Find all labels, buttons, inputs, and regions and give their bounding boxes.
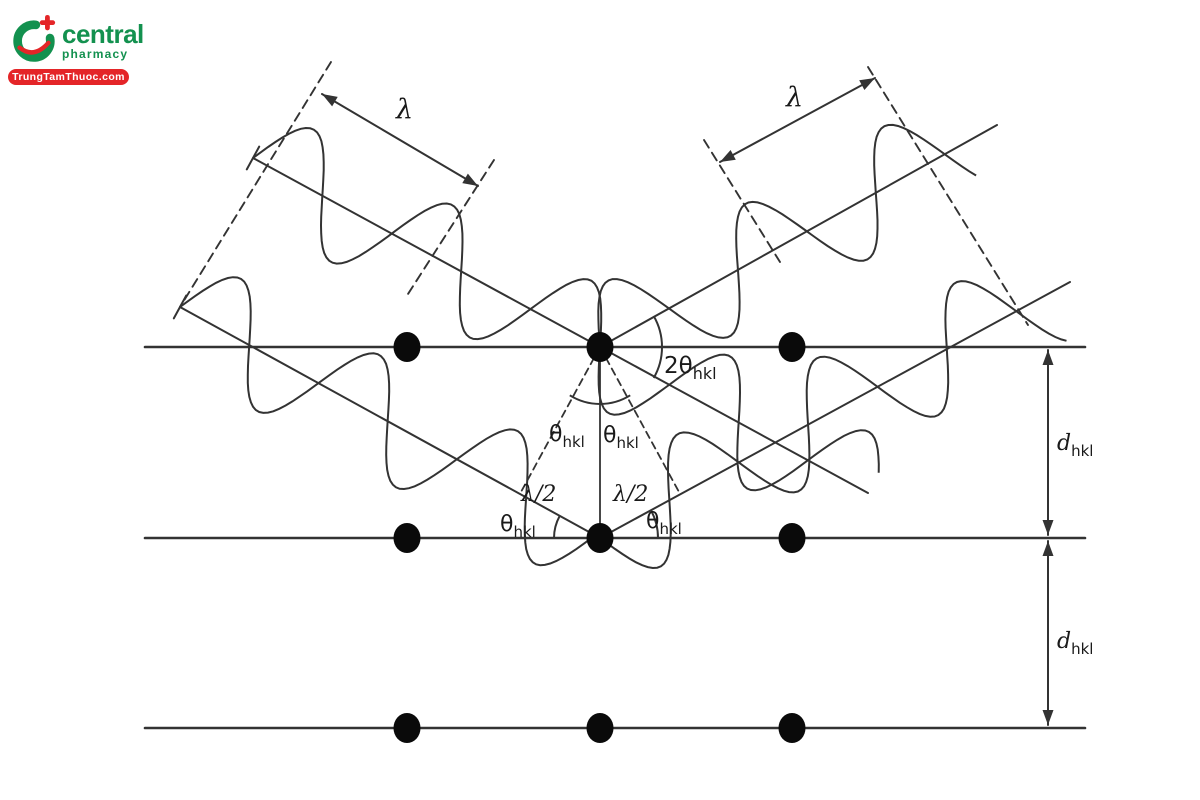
logo-badge: TrungTamThuoc.com: [8, 69, 129, 85]
atom-dot: [393, 332, 421, 362]
lambda-arrow-left-head: [322, 94, 338, 107]
theta-label-vertical-right: θhkl: [603, 423, 639, 452]
lambda-arrow-right-head: [859, 78, 875, 90]
d-spacing-label-lower: dhkl: [1057, 629, 1093, 658]
atom-dot: [778, 332, 806, 362]
atom-dot: [586, 713, 614, 743]
d-spacing-arrow-lower-head: [1042, 541, 1054, 556]
perpendicular-dashed-left: [520, 357, 595, 493]
transmitted-ray-1: [599, 346, 869, 494]
central-pharmacy-logo: central pharmacy TrungTamThuoc.com: [8, 12, 144, 85]
incident-wave-2: [179, 276, 600, 567]
lambda-arrow-left-line: [321, 93, 479, 187]
atom-dot: [778, 713, 806, 743]
d-spacing-arrow-upper-head: [1042, 350, 1054, 365]
d-spacing-arrow-lower-head: [1042, 710, 1054, 725]
d-spacing-label-upper: dhkl: [1057, 431, 1093, 460]
logo-c-ring: [13, 20, 55, 62]
wavefront-dashed-right-upper: [703, 139, 781, 263]
theta-label-vertical-left: θhkl: [549, 422, 585, 451]
logo-swoosh: [17, 40, 51, 55]
atom-dot: [586, 523, 614, 553]
wavefront-dashed-left-upper: [179, 61, 332, 308]
reflected-ray-2: [599, 281, 1071, 539]
logo-plus-icon: [39, 14, 56, 31]
lambda-arrow-right-head: [720, 150, 736, 162]
reflected-wave-1: [597, 123, 977, 348]
theta-arc-plane2-right: [650, 509, 659, 539]
theta-label-plane2-right: θhkl: [646, 509, 682, 538]
beam-start-tick-1: [245, 145, 261, 171]
reflected-ray-1: [599, 124, 998, 348]
theta-label-plane2-left: θhkl: [500, 512, 536, 541]
theta-arc-plane2-left: [553, 515, 561, 539]
central-pharmacy-icon: [13, 14, 56, 62]
half-lambda-label-right: λ/2: [612, 482, 648, 507]
logo-tagline-text: pharmacy: [62, 47, 129, 61]
lambda-label-right: λ: [785, 82, 803, 113]
atom-dot: [778, 523, 806, 553]
d-spacing-arrow-upper-head: [1042, 520, 1054, 535]
theta-theta-arc: [569, 394, 631, 405]
lambda-label-left: λ: [395, 94, 413, 125]
incident-wave-1: [252, 126, 880, 492]
beam-start-tick-2: [172, 294, 188, 320]
atom-dot: [393, 713, 421, 743]
wavefront-dashed-left-lower: [407, 159, 495, 295]
reflected-wave-2: [599, 280, 1067, 570]
two-theta-arc: [652, 315, 664, 379]
lambda-arrow-left-head: [462, 173, 478, 186]
logo-brand-text: central: [62, 19, 144, 49]
lambda-arrow-right-line: [719, 77, 876, 163]
two-theta-label: 2θhkl: [664, 353, 717, 383]
wavefront-dashed-right-lower: [867, 66, 1029, 326]
incident-ray-1: [252, 157, 601, 348]
half-lambda-label-left: λ/2: [520, 482, 556, 507]
perpendicular-dashed-right: [605, 357, 680, 493]
atom-dot: [586, 332, 614, 362]
atom-dot: [393, 523, 421, 553]
